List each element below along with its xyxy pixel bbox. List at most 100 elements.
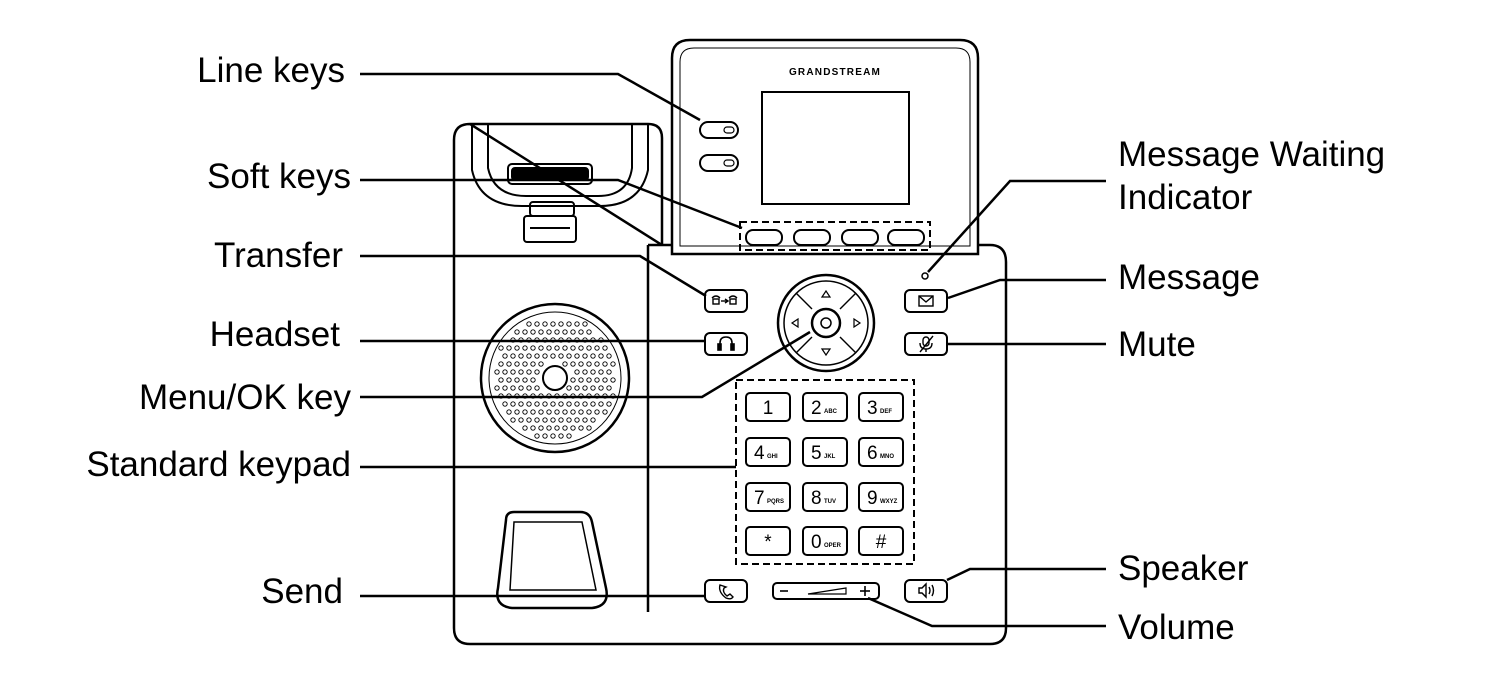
transfer-button[interactable] — [704, 289, 748, 313]
grille-hole — [574, 321, 580, 327]
callout-send: Send — [261, 572, 343, 611]
grille-hole — [574, 369, 580, 375]
send-button[interactable] — [704, 579, 748, 603]
plus-icon — [860, 586, 870, 596]
grille-hole — [558, 321, 564, 327]
line-key-1[interactable] — [699, 121, 739, 139]
grille-hole — [558, 433, 564, 439]
grille-hole — [578, 425, 584, 431]
grille-hole — [570, 425, 576, 431]
grille-hole — [566, 385, 572, 391]
keypad-key-frame — [858, 482, 904, 512]
keypad-key-digit: # — [876, 532, 887, 553]
nav-up-arrow[interactable] — [820, 289, 832, 298]
keypad-key-digit: 9 — [867, 488, 878, 509]
grille-hole — [594, 361, 600, 367]
grille-hole — [566, 321, 572, 327]
grille-hole — [514, 345, 520, 351]
grille-hole — [530, 345, 536, 351]
keypad-key-digit: 6 — [867, 443, 878, 464]
nav-down-arrow[interactable] — [820, 348, 832, 357]
mute-button[interactable] — [904, 332, 948, 356]
grille-hole — [574, 353, 580, 359]
headset-button[interactable] — [704, 332, 748, 356]
grille-hole — [514, 329, 520, 335]
grille-hole — [510, 385, 516, 391]
keypad-key-frame — [858, 526, 904, 556]
grille-hole — [518, 353, 524, 359]
volume-control[interactable] — [772, 582, 880, 600]
grille-hole — [510, 417, 516, 423]
keypad-key-frame — [802, 437, 848, 467]
grille-hole — [510, 353, 516, 359]
nav-right-arrow[interactable] — [853, 317, 862, 329]
grille-hole — [578, 377, 584, 383]
grille-hole — [562, 361, 568, 367]
grille-hole — [606, 369, 612, 375]
grille-hole — [562, 329, 568, 335]
grille-hole — [578, 329, 584, 335]
keypad-key[interactable]: * — [745, 526, 791, 556]
grille-hole — [534, 417, 540, 423]
message-button[interactable] — [904, 289, 948, 313]
keypad-key[interactable]: 1 — [745, 392, 791, 422]
grille-hole — [590, 369, 596, 375]
callout-speaker: Speaker — [1118, 549, 1249, 588]
grille-hole — [538, 361, 544, 367]
grille-hole — [538, 329, 544, 335]
keypad-key[interactable]: # — [858, 526, 904, 556]
keypad-key-digit: * — [764, 532, 772, 553]
callout-standard-keypad: Standard keypad — [86, 445, 351, 484]
soft-key-4[interactable] — [887, 229, 925, 246]
grille-hole — [522, 329, 528, 335]
grille-hole — [586, 345, 592, 351]
keypad-key-digit: 0 — [811, 532, 822, 553]
keypad-key-digit: 1 — [763, 398, 774, 419]
grille-hole — [598, 369, 604, 375]
keypad-key-digit: 4 — [754, 443, 765, 464]
soft-key-2[interactable] — [793, 229, 831, 246]
soft-keys — [739, 221, 931, 251]
menu-ok-button[interactable] — [810, 307, 842, 339]
grille-hole — [566, 353, 572, 359]
grille-hole — [590, 417, 596, 423]
grille-hole — [598, 401, 604, 407]
grille-hole — [610, 361, 616, 367]
keypad-key-frame — [802, 482, 848, 512]
callout-transfer: Transfer — [214, 236, 343, 275]
soft-key-3[interactable] — [841, 229, 879, 246]
grille-hole — [522, 425, 528, 431]
soft-key-1[interactable] — [745, 229, 783, 246]
grille-hole — [526, 401, 532, 407]
grille-hole — [506, 377, 512, 383]
grille-hole — [546, 425, 552, 431]
speaker-button[interactable] — [904, 579, 948, 603]
callout-mwi-line2: Indicator — [1118, 178, 1253, 217]
grille-hole — [518, 401, 524, 407]
grille-hole — [550, 401, 556, 407]
nav-left-arrow[interactable] — [790, 317, 799, 329]
grille-hole — [498, 377, 504, 383]
grille-hole — [518, 417, 524, 423]
line-key-2[interactable] — [699, 154, 739, 172]
grille-hole — [582, 417, 588, 423]
grille-hole — [534, 385, 540, 391]
keypad-key-letters: GHI — [767, 454, 778, 460]
grille-hole — [498, 345, 504, 351]
callout-line-keys: Line keys — [197, 51, 345, 90]
keypad-key-frame — [802, 392, 848, 422]
grille-hole — [578, 345, 584, 351]
transfer-icon — [711, 295, 738, 305]
keypad-key-frame — [858, 437, 904, 467]
grille-hole — [598, 385, 604, 391]
